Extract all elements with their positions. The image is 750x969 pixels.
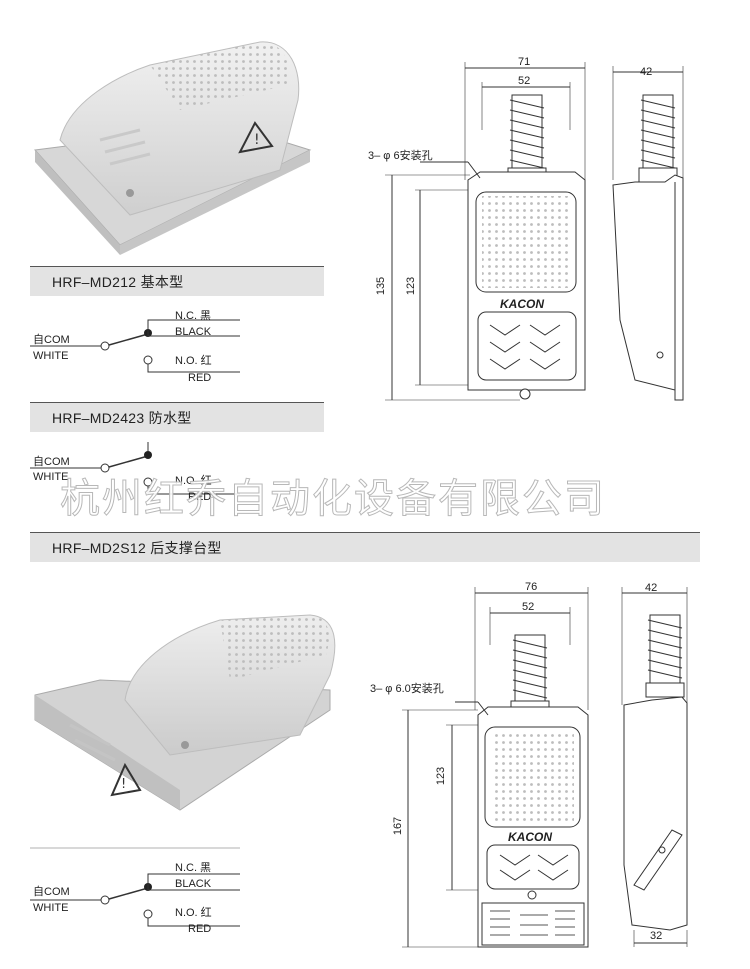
wiring-nc-label: N.C. 黑 bbox=[175, 310, 212, 322]
dim-height-inner-1: 123 bbox=[405, 276, 418, 296]
section-title-md2s12: HRF–MD2S12 后支撑台型 bbox=[30, 532, 700, 562]
wiring-diagram-md2423 bbox=[30, 442, 240, 495]
svg-text:!: ! bbox=[254, 132, 260, 148]
dim-side-bottom-2: 32 bbox=[650, 930, 663, 942]
dim-side-depth-1: 42 bbox=[640, 66, 653, 78]
wiring-white-label-3: WHITE bbox=[33, 902, 69, 914]
wiring-com-label: 自COM bbox=[33, 334, 70, 346]
dim-width-inner-2: 52 bbox=[522, 601, 535, 613]
wiring-black-label: BLACK bbox=[175, 326, 212, 338]
wiring-no-label: N.O. 红 bbox=[175, 355, 212, 367]
hole-note-2: 3– φ 6.0安装孔 bbox=[370, 683, 444, 695]
wiring-diagram-md2s12 bbox=[30, 847, 240, 927]
dim-height-total-2: 167 bbox=[392, 816, 405, 836]
dim-side-depth-2: 42 bbox=[645, 582, 658, 594]
dim-width-outer-1: 71 bbox=[518, 56, 531, 68]
technical-drawing-md212-side bbox=[612, 66, 684, 401]
wiring-white-label: WHITE bbox=[33, 350, 69, 362]
wiring-no-label-2: N.O. 红 bbox=[175, 475, 212, 487]
wiring-red-label-2: RED bbox=[188, 491, 212, 503]
technical-drawing-md2s12-front: KACON bbox=[402, 587, 589, 948]
technical-drawing-md2s12-side bbox=[621, 587, 688, 947]
wiring-nc-label-3: N.C. 黑 bbox=[175, 862, 212, 874]
section-title-md2423: HRF–MD2423 防水型 bbox=[30, 402, 324, 432]
hole-note-1: 3– φ 6安装孔 bbox=[368, 150, 433, 162]
wiring-no-label-3: N.O. 红 bbox=[175, 907, 212, 919]
watermark: 杭州红乔自动化设备有限公司 bbox=[60, 476, 606, 523]
brand-logo-2: KACON bbox=[508, 830, 552, 844]
section-title-md212: HRF–MD212 基本型 bbox=[30, 266, 324, 296]
technical-drawing-md212-front: KACON bbox=[385, 62, 586, 401]
wiring-white-label-2: WHITE bbox=[33, 471, 69, 483]
dim-height-total-1: 135 bbox=[375, 276, 388, 296]
wiring-red-label: RED bbox=[188, 372, 212, 384]
brand-logo-1: KACON bbox=[500, 297, 544, 311]
wiring-com-label-3: 自COM bbox=[33, 886, 70, 898]
dim-width-inner-1: 52 bbox=[518, 75, 531, 87]
svg-text:!: ! bbox=[121, 777, 126, 792]
dim-height-inner-2: 123 bbox=[435, 766, 448, 786]
pedal-photo-basic: ! bbox=[33, 41, 312, 255]
wiring-com-label-2: 自COM bbox=[33, 456, 70, 468]
dim-width-outer-2: 76 bbox=[525, 581, 538, 593]
wiring-red-label-3: RED bbox=[188, 923, 212, 935]
pedal-photo-back-support: ! bbox=[34, 614, 336, 811]
wiring-black-label-3: BLACK bbox=[175, 878, 212, 890]
wiring-diagram-md212 bbox=[30, 319, 240, 373]
